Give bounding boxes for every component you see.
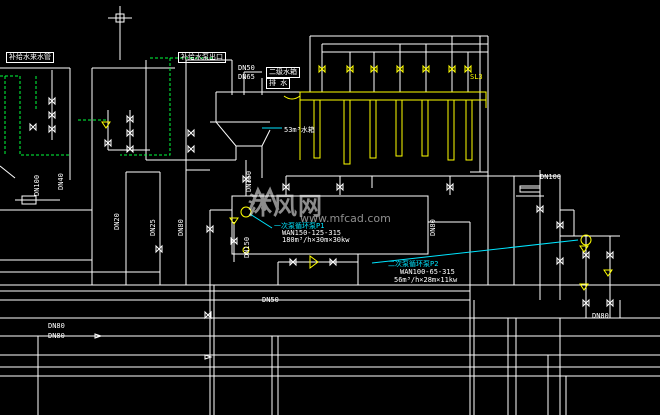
label-top-left-box: 补给水来水管 xyxy=(6,52,54,63)
label-pump2-spec: 56m³/h×28m×11kw xyxy=(394,276,458,284)
label-v-dn100: DN100 xyxy=(33,174,41,196)
mfcad-logo-icon xyxy=(248,186,280,211)
label-dn50-top: DN50 xyxy=(238,64,255,72)
label-dn50-mid: DN50 xyxy=(262,296,279,304)
watermark: 沐风网 xyxy=(248,186,323,221)
label-v-dn150b: DN150 xyxy=(243,236,251,258)
label-mid-box: 补给水泵出口 xyxy=(178,52,226,63)
manifold-valves xyxy=(101,64,613,291)
label-supply-box: 二级水箱 xyxy=(266,67,300,78)
pump-symbols xyxy=(240,206,592,254)
leader-lines xyxy=(249,127,579,264)
label-pump1-model: WAN150-125-315 xyxy=(282,229,342,237)
crosshair-box xyxy=(115,13,125,23)
label-dn80-right: DN80 xyxy=(592,312,609,320)
watermark-url: www.mfcad.com xyxy=(300,212,391,225)
label-sl3: SL3 xyxy=(470,73,483,81)
label-v-dn40: DN40 xyxy=(57,173,65,190)
label-dn65-top: DN65 xyxy=(238,73,255,81)
label-pump1-spec: 180m³/h×30m×30kw xyxy=(282,236,350,244)
label-dn80-b: DN80 xyxy=(48,332,65,340)
label-v-dn20: DN20 xyxy=(113,213,121,230)
water-tank xyxy=(283,91,487,165)
label-drain-box: 排 水 xyxy=(266,78,291,89)
label-pump2-name: 二次泵循环泵P2 xyxy=(388,260,439,268)
label-v-dn80: DN80 xyxy=(177,219,185,236)
label-pump1-name: 一次泵循环泵P1 xyxy=(274,222,325,230)
label-v-dn80b: DN80 xyxy=(429,219,437,236)
label-tank: 53m³水箱 xyxy=(284,126,315,134)
label-v-dn25: DN25 xyxy=(149,219,157,236)
label-pump2-model: WAN100-65-315 xyxy=(400,268,455,276)
control-lines xyxy=(0,57,215,156)
label-dn80-a: DN80 xyxy=(48,322,65,330)
valves xyxy=(29,96,614,360)
label-dn100-right: DN100 xyxy=(540,173,562,181)
